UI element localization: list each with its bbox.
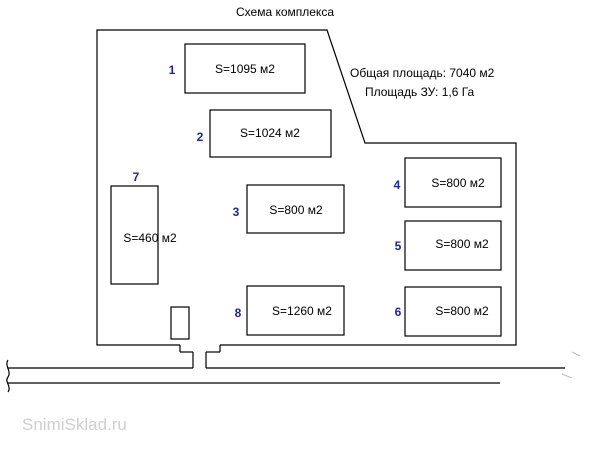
- watermark: SnimiSklad.ru: [22, 415, 127, 434]
- building-area-label: S=800 м2: [435, 237, 489, 251]
- building-2: S=1024 м2 2: [197, 109, 332, 158]
- building-number: 5: [395, 239, 402, 253]
- guard-booth: [170, 306, 190, 340]
- building-number: 2: [197, 130, 204, 144]
- building-number: 4: [394, 178, 401, 192]
- building-5: S=800 м2 5: [395, 220, 502, 271]
- building-area-label: S=800 м2: [431, 176, 485, 190]
- road: [6, 351, 581, 393]
- building-area-label: S=800 м2: [435, 304, 489, 318]
- total-area-label: Общая площадь: 7040 м2: [350, 66, 495, 80]
- building-7: S=460 м2 7: [110, 170, 177, 285]
- building-6: S=800 м2 6: [395, 286, 502, 337]
- building-area-label: S=460 м2: [123, 231, 177, 245]
- building-number: 6: [395, 305, 402, 319]
- building-area-label: S=1095 м2: [215, 62, 275, 76]
- building-8: S=1260 м2 8: [235, 285, 345, 336]
- building-3: S=800 м2 3: [233, 184, 345, 234]
- building-area-label: S=1024 м2: [240, 126, 300, 140]
- scheme-title: Схема комплекса: [236, 5, 334, 19]
- building-number: 7: [133, 170, 140, 184]
- building-1: S=1095 м2 1: [169, 43, 306, 94]
- building-area-label: S=1260 м2: [272, 304, 332, 318]
- land-area-label: Площадь ЗУ: 1,6 Га: [365, 85, 475, 99]
- entrance: [179, 345, 221, 368]
- building-number: 3: [233, 205, 240, 219]
- building-number: 1: [169, 63, 176, 77]
- site-boundary: [96, 29, 517, 346]
- building-area-label: S=800 м2: [269, 203, 323, 217]
- building-number: 8: [235, 306, 242, 320]
- building-4: S=800 м2 4: [394, 157, 502, 208]
